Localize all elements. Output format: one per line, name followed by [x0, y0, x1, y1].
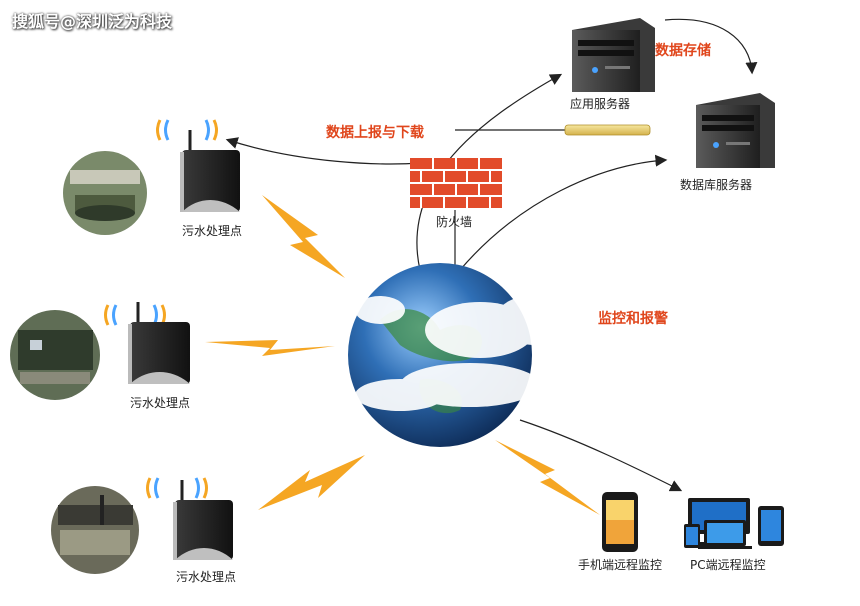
flow-label-monitor-alarm: 监控和报警: [598, 311, 668, 327]
iot-gateway-icon: [146, 477, 233, 560]
sewage-site-label: 污水处理点: [130, 396, 191, 410]
flow-label-data-report-download: 数据上报与下载: [326, 125, 424, 141]
db-server-label: 数据库服务器: [680, 178, 753, 192]
smartphone-icon: [602, 492, 638, 552]
mobile-monitor-label: 手机端远程监控: [578, 558, 663, 572]
internet-globe-icon: [348, 263, 585, 447]
lightning-icon: [258, 455, 365, 510]
pc-devices-icon: [684, 498, 784, 549]
watermark-text: 搜狐号@深圳泛为科技: [12, 12, 173, 31]
lightning-icon: [495, 440, 600, 515]
flow-label-data-storage: 数据存储: [655, 43, 711, 59]
lightning-icon: [262, 195, 345, 278]
pc-monitor-label: PC端远程监控: [690, 558, 766, 572]
sewage-site-photo: [63, 151, 147, 235]
sewage-site-label: 污水处理点: [176, 570, 237, 584]
app-server-icon: [572, 18, 655, 92]
firewall-label: 防火墙: [436, 215, 473, 229]
iot-gateway-icon: [156, 119, 240, 212]
server-link-pipe: [564, 124, 651, 136]
sewage-site-photo: [51, 486, 139, 574]
db-server-icon: [696, 93, 775, 168]
iot-gateway-icon: [104, 302, 190, 384]
wireless-links: [205, 195, 600, 515]
sewage-site-label: 污水处理点: [182, 224, 243, 238]
firewall-icon: [410, 158, 502, 208]
lightning-icon: [205, 340, 335, 356]
sewage-site-photo: [10, 310, 100, 400]
app-server-label: 应用服务器: [570, 97, 631, 111]
